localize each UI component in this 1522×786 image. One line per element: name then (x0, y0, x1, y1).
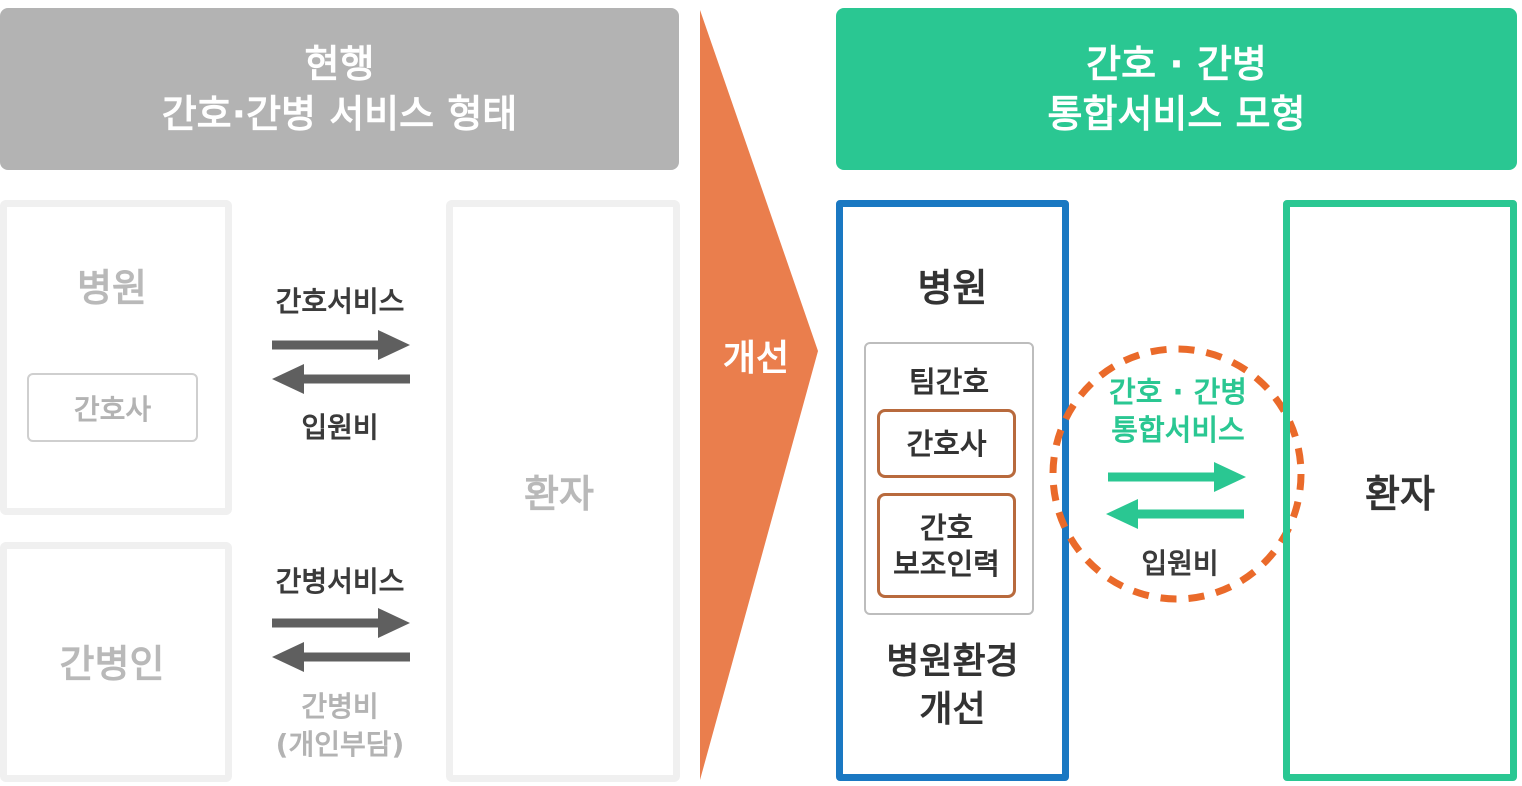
integrated-service-dashed-circle (1049, 345, 1305, 603)
integrated-model-header: 간호 · 간병 통합서비스 모형 (836, 8, 1517, 170)
current-form-header-line2: 간호·간병 서비스 형태 (161, 92, 518, 136)
left-nurse-box: 간호사 (27, 373, 198, 442)
admission-fee-arrow-left (272, 364, 410, 394)
improvement-label: 개선 (722, 338, 790, 379)
integrated-service-label: 간호 · 간병 통합서비스 (1085, 372, 1271, 450)
right-hospital-box (836, 200, 1069, 781)
caregiving-fee-line1: 간병비 (301, 690, 379, 723)
caregiving-fee-label: 간병비 (개인부담) (240, 686, 440, 766)
integrated-model-header-line1: 간호 · 간병 (1086, 42, 1267, 86)
nursing-assistant-box: 간호 보조인력 (877, 493, 1016, 598)
caregiving-fee-line2: (개인부담) (275, 728, 405, 761)
integrated-model-header-line2: 통합서비스 모형 (1047, 92, 1306, 136)
left-caregiver-label: 간병인 (59, 641, 165, 686)
caregiving-service-arrow (272, 608, 410, 638)
integrated-service-arrow (1108, 462, 1246, 492)
right-patient-box (1283, 200, 1517, 781)
team-nursing-label: 팀간호 (908, 365, 990, 399)
integrated-service-line2: 통합서비스 (1111, 413, 1245, 447)
hospital-environment-line1: 병원환경 (886, 641, 1019, 682)
right-admission-fee-arrow (1106, 499, 1244, 529)
left-hospital-label: 병원 (77, 265, 147, 310)
hospital-environment-label: 병원환경 개선 (843, 636, 1062, 736)
nursing-service-arrow (272, 330, 410, 360)
left-hospital-box (0, 200, 232, 515)
right-admission-fee-label: 입원비 (1141, 547, 1219, 580)
current-form-header-line1: 현행 (304, 42, 375, 86)
left-patient-label: 환자 (524, 471, 594, 516)
improvement-arrow-shape (700, 10, 818, 780)
nursing-assistant-line1: 간호 (919, 510, 974, 545)
current-form-header: 현행 간호·간병 서비스 형태 (0, 8, 679, 170)
nursing-assistant-line2: 보조인력 (893, 546, 1000, 581)
left-nurse-label: 간호사 (73, 392, 152, 426)
integrated-service-line1: 간호 · 간병 (1109, 375, 1247, 409)
left-patient-box (446, 200, 680, 782)
left-admission-fee-label: 입원비 (301, 411, 379, 444)
right-nurse-label: 간호사 (906, 426, 987, 461)
nursing-service-label: 간호서비스 (275, 285, 405, 318)
right-patient-label: 환자 (1365, 471, 1435, 516)
caregiving-fee-arrow (272, 642, 410, 672)
hospital-environment-line2: 개선 (919, 689, 986, 730)
right-nurse-box: 간호사 (877, 409, 1016, 478)
caregiving-service-label: 간병서비스 (275, 565, 405, 598)
right-hospital-label: 병원 (917, 265, 988, 310)
left-caregiver-box (0, 542, 232, 782)
